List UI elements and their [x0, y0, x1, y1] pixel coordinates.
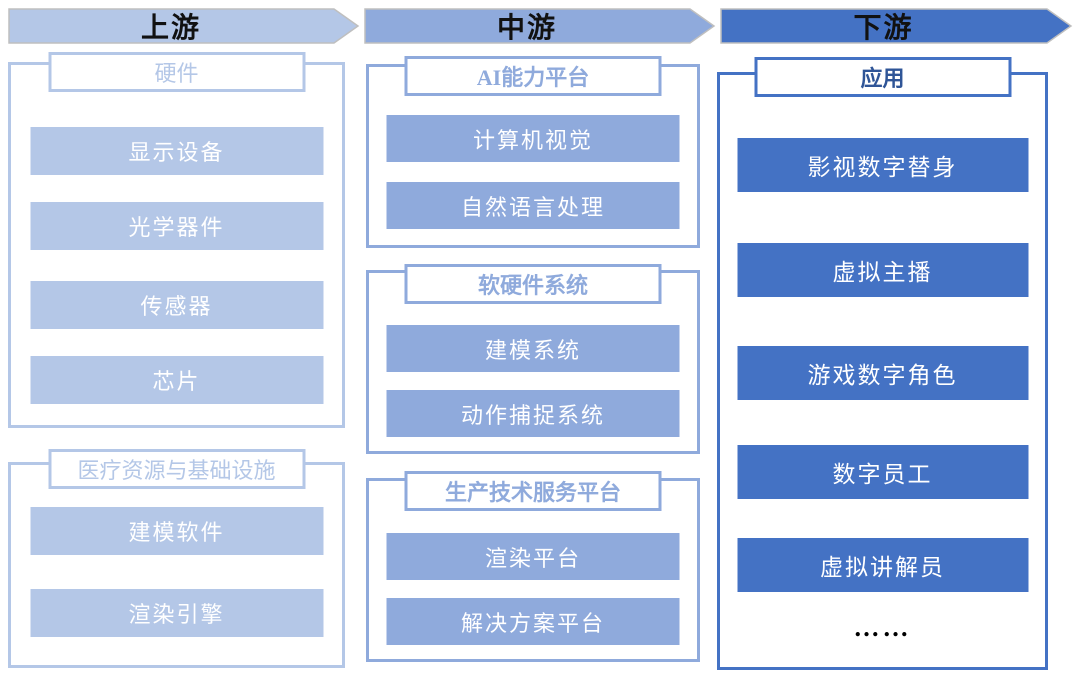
flow-arrow-midstream: 中游 — [364, 8, 716, 44]
group-title-ai-capability-platform: AI能力平台 — [404, 56, 662, 96]
group-title-medical-infrastructure: 医疗资源与基础设施 — [48, 449, 305, 489]
group-box-hardware: 硬件 显示设备 光学器件 传感器 芯片 — [8, 52, 345, 428]
item-bar-nlp: 自然语言处理 — [386, 182, 680, 229]
item-bar-rendering-engine: 渲染引擎 — [30, 589, 323, 637]
item-bar-film-digital-double: 影视数字替身 — [737, 138, 1028, 192]
item-bar-virtual-anchor: 虚拟主播 — [737, 243, 1028, 297]
item-bar-computer-vision: 计算机视觉 — [386, 115, 680, 162]
group-title-software-hardware-systems: 软硬件系统 — [404, 264, 662, 304]
item-bar-optical-components: 光学器件 — [30, 202, 323, 250]
item-bar-game-digital-character: 游戏数字角色 — [737, 346, 1028, 400]
item-bar-display-devices: 显示设备 — [30, 127, 323, 175]
group-box-ai-capability-platform: AI能力平台 计算机视觉 自然语言处理 — [366, 56, 700, 248]
group-title-applications: 应用 — [754, 57, 1011, 97]
arrow-right-shape — [364, 8, 716, 44]
item-bar-rendering-platform: 渲染平台 — [386, 533, 680, 580]
group-box-medical-infrastructure: 医疗资源与基础设施 建模软件 渲染引擎 — [8, 449, 345, 668]
item-bar-modeling-software: 建模软件 — [30, 507, 323, 555]
item-bar-virtual-presenter: 虚拟讲解员 — [737, 538, 1028, 592]
item-bar-chips: 芯片 — [30, 356, 323, 404]
group-box-production-tech-service-platform: 生产技术服务平台 渲染平台 解决方案平台 — [366, 471, 700, 662]
arrow-right-shape — [720, 8, 1073, 44]
item-bar-sensors: 传感器 — [30, 281, 323, 329]
group-title-hardware: 硬件 — [48, 52, 305, 92]
arrow-label-midstream: 中游 — [496, 13, 557, 44]
more-applications-ellipsis: …… — [853, 613, 912, 642]
group-title-production-tech-service-platform: 生产技术服务平台 — [404, 471, 662, 511]
item-bar-digital-employee: 数字员工 — [737, 445, 1028, 499]
arrow-label-upstream: 上游 — [140, 13, 201, 44]
item-bar-motion-capture-system: 动作捕捉系统 — [386, 390, 680, 437]
arrow-label-downstream: 下游 — [853, 13, 914, 44]
flow-arrow-upstream: 上游 — [8, 8, 360, 44]
arrow-right-shape — [8, 8, 360, 44]
group-box-applications: 应用 影视数字替身 虚拟主播 游戏数字角色 数字员工 虚拟讲解员 …… — [717, 57, 1048, 670]
group-box-software-hardware-systems: 软硬件系统 建模系统 动作捕捉系统 — [366, 264, 700, 454]
item-bar-modeling-system: 建模系统 — [386, 325, 680, 372]
flow-arrow-downstream: 下游 — [720, 8, 1073, 44]
item-bar-solution-platform: 解决方案平台 — [386, 598, 680, 645]
